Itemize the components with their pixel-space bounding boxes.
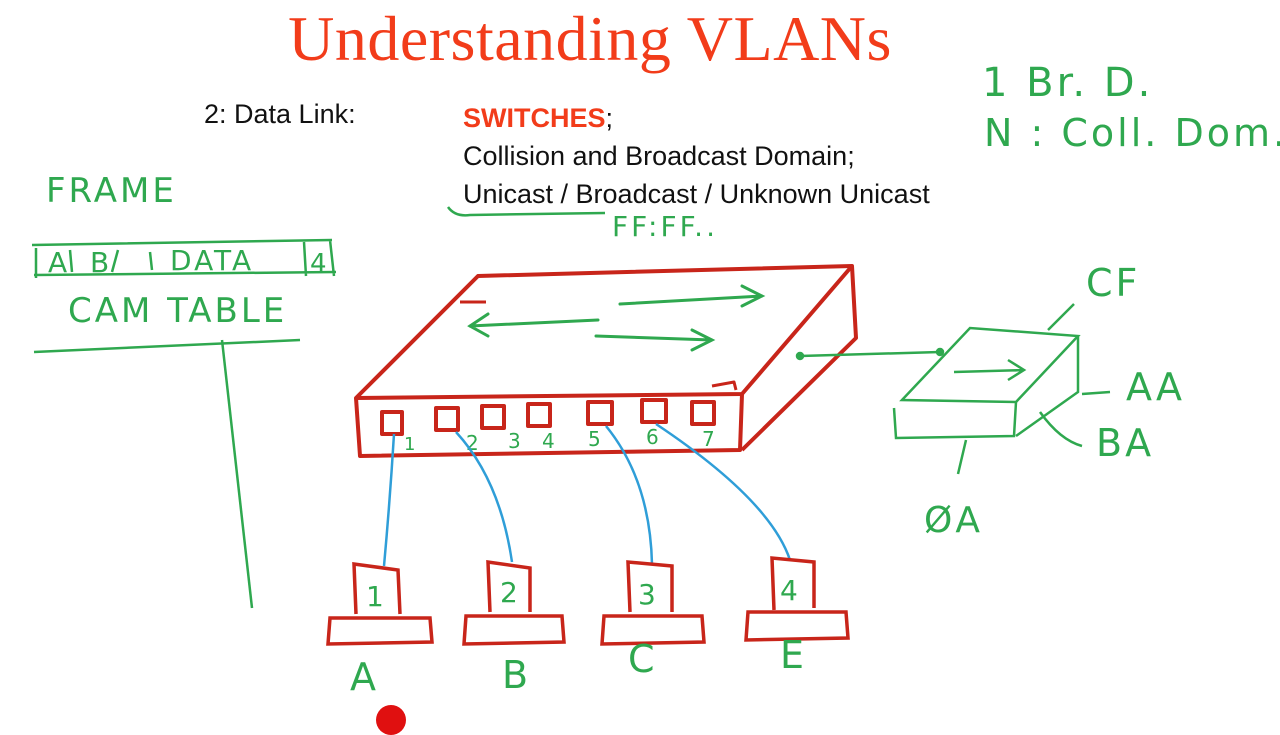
bullet-domains: Collision and Broadcast Domain; [463,141,855,171]
bullet-cast-types: Unicast / Broadcast / Unknown Unicast [463,179,930,209]
cam-lookup-sketch [795,303,1111,475]
host-e [744,556,850,642]
cam-entry-0a: ØA [924,500,983,541]
bullet-switches: SWITCHES; [463,99,930,137]
port-7-label: 7 [702,427,718,451]
host-b-number: 2 [500,576,521,609]
host-b-letter: B [502,653,531,697]
layer-label: 2: Data Link: [204,99,356,129]
frame-diagram: A B DATA 4 [31,238,337,279]
host-c-letter: C [628,637,658,681]
cam-table-label: CAM TABLE [68,291,287,331]
host-a-letter: A [350,655,379,699]
port-5-label: 5 [588,427,604,451]
slide-title: Understanding VLANs [288,3,892,74]
host-c [600,560,706,646]
cables [382,422,792,567]
cable-port1-hostA [382,433,396,567]
frame-label: FRAME [46,171,177,211]
host-e-letter: E [780,633,807,677]
host-b [462,559,566,646]
cam-table-column [220,339,254,609]
host-c-number: 3 [638,578,659,611]
host-a [326,561,434,646]
switch-device [354,264,858,458]
cable-port6-hostE [655,422,792,561]
host-a-number: 1 [366,580,387,613]
cam-entry-cf: CF [1086,261,1140,305]
port-6-label: 6 [646,425,662,449]
port-3-label: 3 [508,429,524,453]
collision-domain-note: N : Coll. Dom. [984,111,1280,155]
broadcast-domain-note: 1 Br. D. [982,60,1153,106]
pointer-dot [376,705,406,735]
cam-table-underline [33,338,301,354]
cable-port2-hostB [455,431,514,563]
underline-stroke [446,206,606,217]
frame-field-a: A [48,246,70,279]
switches-suffix: ; [605,103,614,133]
cable-port5-hostC [605,425,654,565]
switch-traffic-arrows [467,284,766,352]
frame-field-fcs: 4 [310,249,330,279]
bullet-list: SWITCHES; Collision and Broadcast Domain… [463,99,930,213]
cam-entry-ba: BA [1096,421,1154,465]
switches-keyword: SWITCHES [463,103,606,133]
whiteboard-drawing: FF:FF.. 1 Br. D. N : Coll. Dom. FRAME A … [31,60,1280,699]
frame-field-b: B [90,246,112,279]
host-e-number: 4 [780,574,801,607]
cam-entry-aa: AA [1126,365,1185,409]
port-4-label: 4 [542,429,558,453]
port-2-label: 2 [466,431,482,455]
port-1-label: 1 [404,434,418,455]
ff-annotation: FF:FF.. [612,210,718,243]
frame-field-data: DATA [170,244,254,277]
